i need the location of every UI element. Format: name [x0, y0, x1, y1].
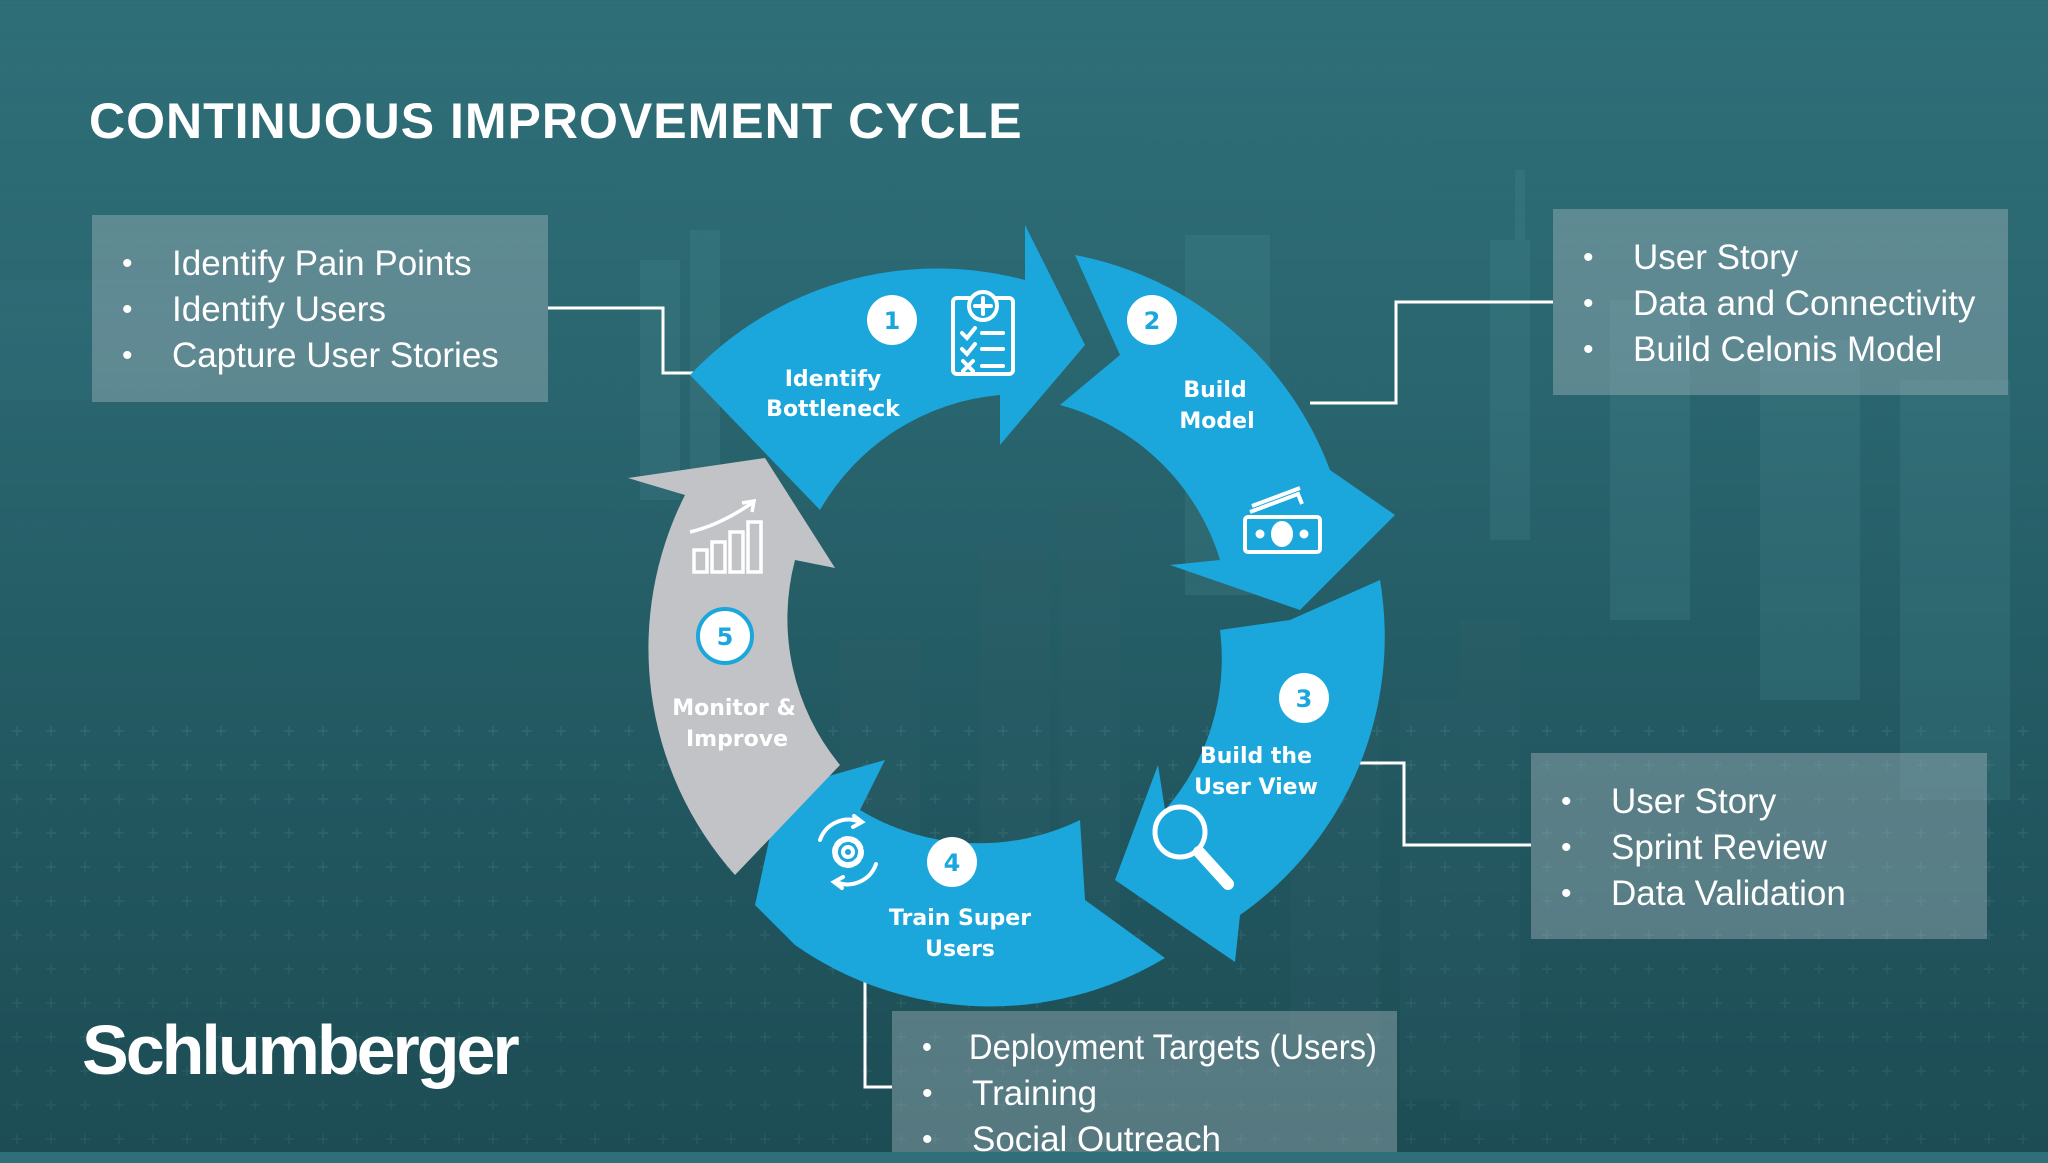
step-3-number: 3 — [1296, 685, 1313, 713]
step-2-arrow[interactable] — [1060, 255, 1395, 610]
step-4-number: 4 — [944, 849, 961, 877]
step-2-label-line2: Model — [1179, 409, 1254, 434]
step-3-arrow[interactable] — [1115, 580, 1385, 962]
step-1-number-badge: 1 — [867, 295, 917, 345]
clipboard-checklist-icon — [951, 290, 1015, 376]
growth-chart-icon — [689, 498, 763, 574]
step-2-number-badge: 2 — [1127, 295, 1177, 345]
step-1-details: Identify Pain Points Identify Users Capt… — [92, 215, 548, 402]
list-item: Identify Pain Points — [122, 241, 528, 287]
list-item: Sprint Review — [1561, 825, 1967, 871]
list-item: Identify Users — [122, 287, 528, 333]
company-logo: Schlumberger — [82, 1011, 520, 1089]
step-3-label-line1: Build the — [1200, 744, 1312, 769]
step-3-details: User Story Sprint Review Data Validation — [1531, 753, 1987, 939]
magnifier-icon — [1152, 804, 1234, 890]
step-4-label-line1: Train Super — [889, 906, 1031, 931]
step-2-number: 2 — [1144, 307, 1161, 335]
list-item: Data Validation — [1561, 871, 1967, 917]
step-2-label-line1: Build — [1183, 378, 1246, 403]
step-5-number-badge: 5 — [696, 607, 754, 665]
step-1-label-line1: Identify — [785, 367, 882, 392]
list-item: User Story — [1561, 779, 1967, 825]
step-4-label-line2: Users — [925, 937, 995, 962]
step-3-number-badge: 3 — [1279, 673, 1329, 723]
money-icon — [1243, 486, 1322, 554]
step-4-details: Deployment Targets (Users) Training Soci… — [892, 1011, 1397, 1163]
step-5-number: 5 — [717, 623, 734, 651]
step-3-label-line2: User View — [1194, 775, 1318, 800]
list-item: Social Outreach — [922, 1117, 1377, 1163]
list-item: Training — [922, 1071, 1377, 1117]
step-5-label-line2: Improve — [686, 727, 788, 752]
list-item: Build Celonis Model — [1583, 327, 1988, 373]
gear-cycle-icon — [818, 814, 878, 890]
list-item: Deployment Targets (Users) — [922, 1025, 1377, 1071]
step-4-number-badge: 4 — [927, 837, 977, 887]
list-item: Capture User Stories — [122, 333, 528, 379]
step-5-label-line1: Monitor & — [672, 696, 796, 721]
step-5-arrow[interactable] — [628, 458, 840, 875]
page-title: CONTINUOUS IMPROVEMENT CYCLE — [89, 93, 1023, 149]
step-2-details: User Story Data and Connectivity Build C… — [1553, 209, 2008, 395]
step-1-label-line2: Bottleneck — [766, 397, 901, 422]
list-item: Data and Connectivity — [1583, 281, 1988, 327]
step-1-number: 1 — [884, 307, 901, 335]
list-item: User Story — [1583, 235, 1988, 281]
